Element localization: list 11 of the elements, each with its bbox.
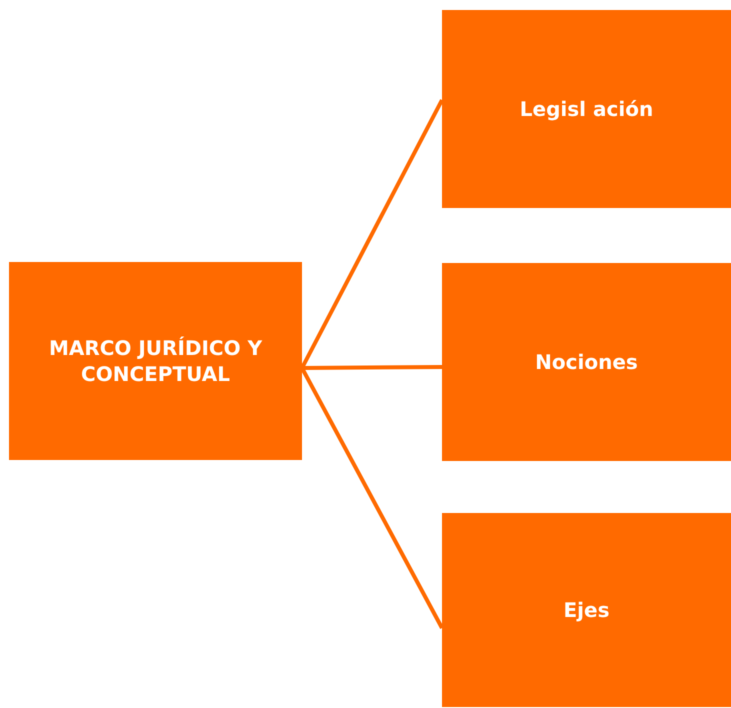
- connector-line: [302, 365, 442, 370]
- connector-line: [300, 99, 444, 369]
- box-label: MARCO JURÍDICO Y CONCEPTUAL: [48, 335, 264, 387]
- topic-box: [9, 262, 302, 460]
- box-label: Nociones: [535, 349, 638, 375]
- topic-box: [442, 10, 731, 208]
- box-label: Legisl ación: [520, 96, 654, 122]
- topic-box: [442, 513, 731, 707]
- topic-box: [442, 263, 731, 461]
- box-label: Ejes: [564, 597, 610, 623]
- connector-line: [300, 367, 444, 629]
